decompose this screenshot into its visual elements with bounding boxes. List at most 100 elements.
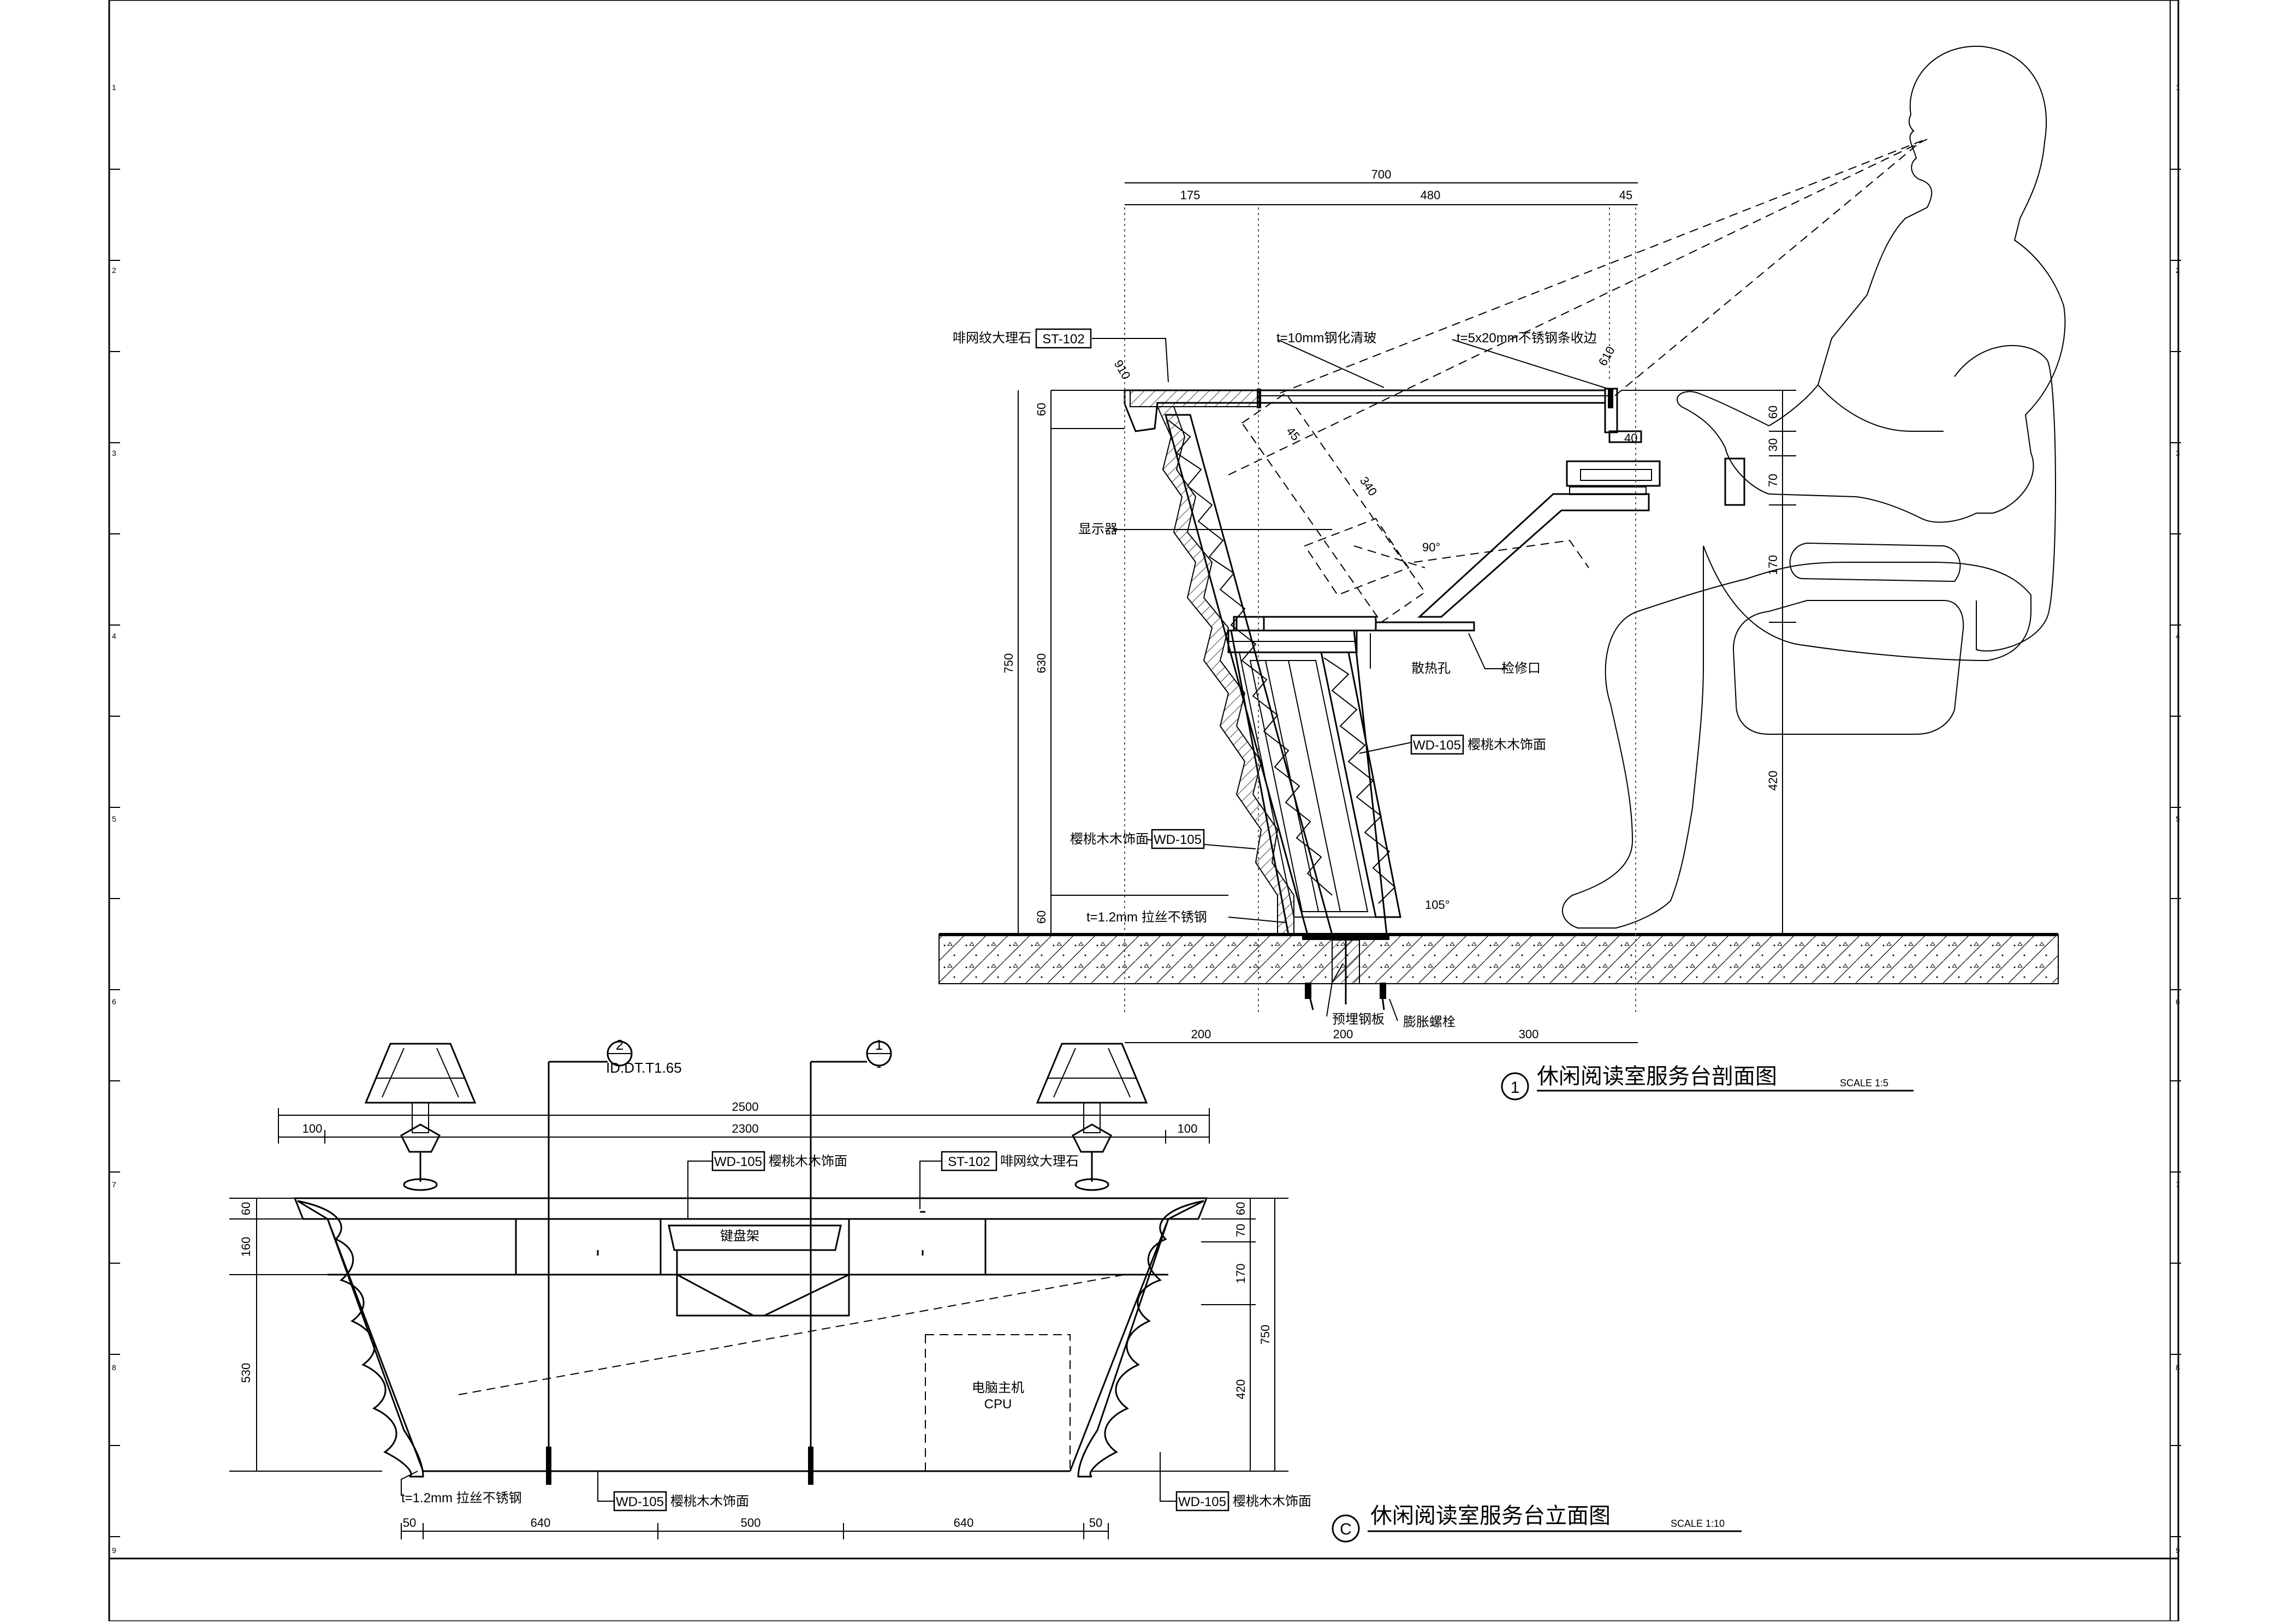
section-number: 1	[1511, 1079, 1520, 1097]
sec-dim-right-420: 420	[1766, 771, 1780, 791]
label-glass: t=10mm钢化清玻	[1276, 331, 1376, 346]
sight-line-2	[1614, 140, 1922, 396]
border-tick-label: 5	[112, 814, 116, 823]
label-steel-strip: t=5x20mm不锈钢条收边	[1457, 331, 1597, 346]
sec-dim-right-30: 30	[1766, 438, 1780, 451]
elev-dim-bottom-e: 50	[1089, 1516, 1102, 1530]
elev-label-wood-mid: 樱桃木木饰面	[670, 1494, 749, 1509]
elev-dim-100-left: 100	[302, 1122, 323, 1135]
elev-dim-bottom-a: 50	[403, 1516, 416, 1530]
lamp-left	[364, 1043, 477, 1191]
elev-dim-100-right: 100	[1178, 1122, 1198, 1135]
elev-label-wood-right: 樱桃木木饰面	[1233, 1494, 1311, 1509]
sec-dim-610: 610	[1596, 344, 1618, 368]
scallop-left	[297, 1200, 424, 1478]
elev-dim-2500: 2500	[732, 1100, 759, 1114]
elev-dim-right-750: 750	[1258, 1325, 1272, 1345]
elev-label-keyboard: 键盘架	[720, 1229, 759, 1244]
sight-line-1	[1228, 139, 1928, 475]
anchor-plate	[1302, 935, 1389, 1010]
scallop-right	[1077, 1200, 1204, 1478]
border-tick-label: 1	[2176, 83, 2180, 92]
border-tick-label: 8	[2176, 1363, 2180, 1372]
sec-dim-right-60: 60	[1766, 406, 1780, 419]
border-tick-label: 6	[2176, 997, 2180, 1006]
section-scale: SCALE 1:5	[1840, 1078, 1888, 1088]
elev-label-marble: 啡网纹大理石	[1000, 1154, 1079, 1169]
sec-dim-700: 700	[1371, 168, 1392, 181]
label-monitor: 显示器	[1078, 522, 1118, 537]
elev-label-cpu-cn: 电脑主机	[972, 1381, 1024, 1395]
tag-wd105-section-right: WD-105	[1413, 738, 1461, 753]
elev-dim-right-70: 70	[1234, 1224, 1248, 1237]
border-tick-label: 3	[112, 449, 116, 457]
marble-top	[1130, 390, 1259, 407]
tag-wd105-elev-top: WD-105	[714, 1155, 762, 1169]
border-tick-label: 7	[112, 1180, 116, 1189]
sec-dim-750: 750	[1002, 653, 1015, 674]
base-shelf	[1233, 616, 1475, 632]
elev-dim-right-60: 60	[1234, 1202, 1248, 1215]
label-access: 检修口	[1501, 661, 1541, 676]
sec-dim-left-60-top: 60	[1035, 403, 1048, 416]
border-tick-label: 7	[2176, 1180, 2180, 1189]
elevation-scale: SCALE 1:10	[1671, 1518, 1725, 1529]
keyboard-arm	[1417, 493, 1650, 618]
border-tick-label: 5	[2176, 814, 2180, 823]
seated-person-outline	[1561, 45, 2066, 929]
elev-dim-bottom-d: 640	[954, 1516, 974, 1530]
lamp-right	[1036, 1043, 1148, 1191]
elev-dim-left-160: 160	[239, 1237, 253, 1257]
sec-dim-630: 630	[1035, 653, 1048, 674]
elev-label-steel: t=1.2mm 拉丝不锈钢	[401, 1491, 522, 1506]
label-wood-right: 樱桃木木饰面	[1468, 737, 1546, 752]
border-tick-label: 9	[112, 1546, 116, 1555]
section-view: 700 175 480 45 200 200 300 750 60 630 60…	[938, 45, 2066, 1100]
truss-zigzag	[1168, 420, 1333, 896]
section-title: 休闲阅读室服务台剖面图	[1537, 1064, 1777, 1088]
sec-dim-90deg: 90°	[1422, 540, 1440, 554]
sec-dim-bottom-b: 200	[1333, 1027, 1353, 1041]
label-steel-section: t=1.2mm 拉丝不锈钢	[1086, 910, 1207, 925]
border-tick-label: 2	[2176, 266, 2180, 275]
label-marble: 啡网纹大理石	[953, 331, 1031, 346]
ref1-sheet: ID.DT.T1.65	[606, 1060, 682, 1076]
border-tick-label: 6	[112, 997, 116, 1006]
elev-dim-left-530: 530	[239, 1363, 253, 1383]
tag-st102-elev: ST-102	[948, 1155, 990, 1169]
ref2-number: 1	[875, 1037, 883, 1053]
border-tick-label: 2	[112, 266, 116, 275]
label-plate: 预埋钢板	[1332, 1012, 1385, 1027]
elev-label-cpu-en: CPU	[984, 1397, 1012, 1412]
elev-dim-bottom-c: 500	[741, 1516, 761, 1530]
border-tick-label: 4	[112, 632, 116, 640]
sec-dim-45: 45	[1619, 188, 1632, 202]
sec-dim-right-170: 170	[1766, 555, 1780, 575]
tag-wd105-section-left: WD-105	[1154, 832, 1202, 847]
border-tick-label: 8	[112, 1363, 116, 1372]
sec-dim-175: 175	[1180, 188, 1201, 202]
border-tick-label: 9	[2176, 1546, 2180, 1555]
elevation-view: 2 ID.DT.T1.65 1 -	[229, 1037, 1742, 1543]
sec-dim-bottom-c: 300	[1519, 1027, 1539, 1041]
sec-dim-910: 910	[1112, 358, 1133, 382]
tag-wd105-elev-right: WD-105	[1178, 1495, 1226, 1509]
ref2-sheet: -	[877, 1058, 882, 1074]
elev-dim-bottom-b: 640	[531, 1516, 551, 1530]
cpu-box	[925, 1334, 1071, 1472]
border-tick-label: 4	[2176, 632, 2180, 640]
elev-label-wood-top: 樱桃木木饰面	[769, 1154, 847, 1169]
tag-st102-section: ST-102	[1042, 332, 1084, 347]
floor-slab	[938, 934, 2059, 984]
pedestal-zigzag	[1323, 657, 1396, 904]
sec-dim-left-60-bottom: 60	[1035, 911, 1048, 924]
sec-dim-right-70: 70	[1766, 474, 1780, 487]
border-tick-label: 3	[2176, 449, 2180, 457]
sec-dim-480: 480	[1421, 188, 1441, 202]
elev-dim-left-60: 60	[239, 1202, 253, 1215]
ref1-number: 2	[616, 1037, 623, 1053]
sec-dim-40: 40	[1624, 431, 1637, 445]
